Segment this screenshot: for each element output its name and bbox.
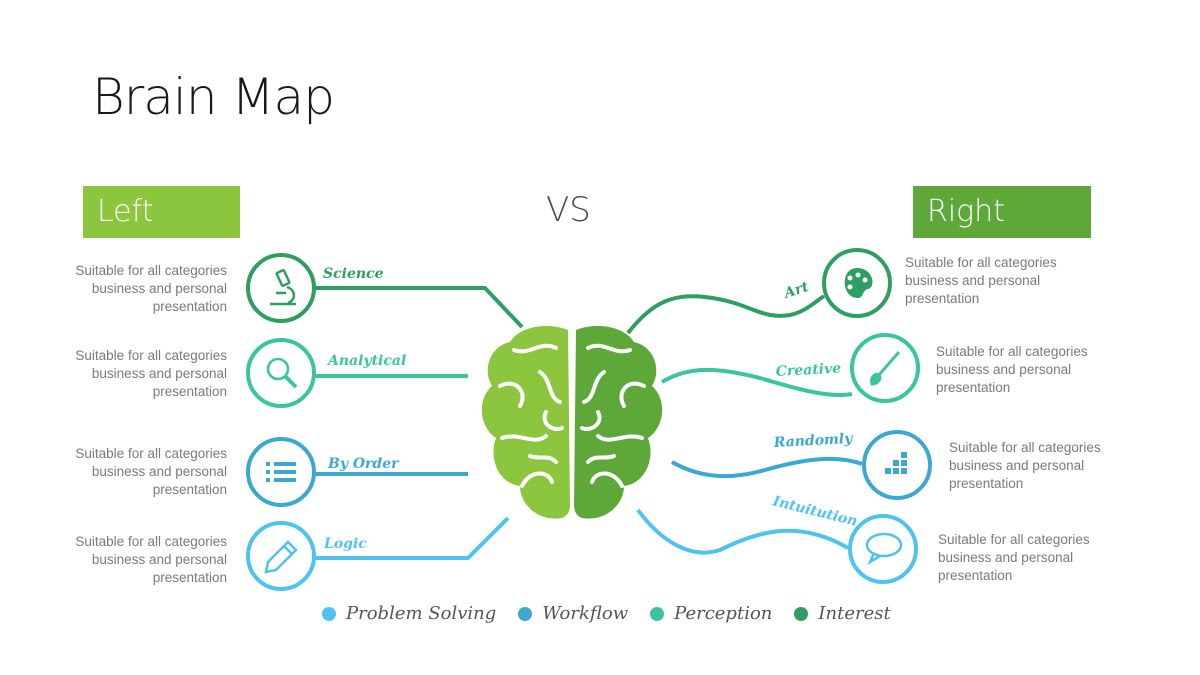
logic-connector: [314, 516, 510, 560]
intuitution-label: Intuitution: [770, 493, 859, 530]
intuitution-node: [848, 514, 918, 584]
science-label: Science: [323, 266, 384, 282]
logic-node: [246, 521, 316, 591]
by-order-node: [246, 437, 316, 507]
intuitution-description: Suitable for all categories business and…: [938, 532, 1090, 583]
legend-label: Workflow: [542, 603, 629, 624]
analytical-description: Suitable for all categories business and…: [75, 348, 227, 399]
science-connector: [314, 286, 524, 329]
legend-item-perception: Perception: [650, 603, 772, 624]
pencil-icon: [264, 540, 298, 574]
list-icon: [266, 462, 296, 482]
legend-item-interest: Interest: [794, 603, 891, 624]
right-hemisphere: [574, 326, 663, 519]
art-node: [822, 248, 892, 318]
problem-solving-dot: [322, 606, 336, 621]
intuitution-connector: [636, 508, 850, 555]
art-connector: [626, 294, 826, 335]
chat-bubble-icon: [865, 532, 903, 566]
creative-connector: [660, 367, 853, 398]
legend: Problem Solving Workflow Perception Inte…: [322, 603, 913, 624]
analytical-label: Analytical: [326, 353, 406, 369]
randomly-label: Randomly: [772, 431, 853, 451]
legend-label: Problem Solving: [346, 603, 497, 624]
left-brain-tag: Left Brain: [83, 186, 240, 281]
analytical-node: [246, 338, 316, 408]
magnifier-icon: [266, 357, 298, 389]
microscope-icon: [270, 269, 296, 306]
by-order-description: Suitable for all categories business and…: [75, 446, 227, 497]
vs-label: VS: [546, 190, 591, 230]
logic-label: Logic: [323, 536, 367, 552]
brush-icon: [870, 351, 901, 386]
science-node: [246, 253, 316, 323]
randomly-description: Suitable for all categories business and…: [949, 440, 1101, 491]
randomly-node: [862, 430, 932, 500]
palette-icon: [844, 268, 873, 298]
art-description: Suitable for all categories business and…: [905, 255, 1057, 306]
creative-node: [850, 333, 920, 403]
legend-label: Perception: [674, 603, 773, 624]
creative-label: Creative: [775, 361, 841, 380]
art-label: Art: [780, 279, 811, 303]
creative-description: Suitable for all categories business and…: [936, 344, 1088, 395]
by-order-label: By Order: [327, 456, 400, 472]
legend-label: Interest: [818, 603, 891, 624]
legend-item-problem-solving: Problem Solving: [322, 603, 496, 624]
grid-dots-icon: [885, 452, 907, 474]
right-brain-tag: Right Brain: [913, 186, 1091, 281]
science-description: Suitable for all categories business and…: [75, 263, 227, 314]
legend-item-workflow: Workflow: [518, 603, 628, 624]
logic-description: Suitable for all categories business and…: [75, 534, 227, 585]
page-title: Brain Map: [92, 68, 335, 126]
perception-dot: [650, 606, 665, 621]
randomly-connector: [671, 456, 863, 479]
interest-dot: [794, 606, 809, 621]
left-hemisphere: [481, 326, 570, 519]
workflow-dot: [518, 606, 533, 621]
